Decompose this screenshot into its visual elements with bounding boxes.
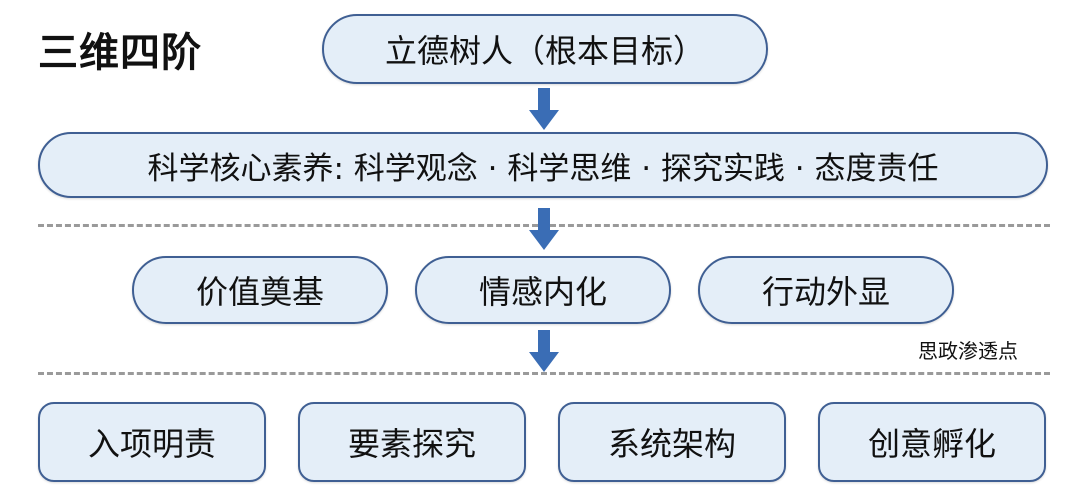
stage-node: 系统架构 [558,402,786,482]
stage-node: 创意孵化 [818,402,1046,482]
ideology-label: 思政渗透点 [918,339,1018,363]
goal-node: 立德树人（根本目标） [322,14,768,84]
diagram-title: 三维四阶 [38,30,202,76]
ideology-point-node: 行动外显 [698,256,954,324]
core-literacy-label: 科学核心素养: 科学观念 · 科学思维 · 探究实践 · 态度责任 [147,150,939,187]
arrow-down-icon [529,88,559,130]
arrow-down-icon [529,208,559,250]
stage-label: 系统架构 [607,425,736,463]
goal-label: 立德树人（根本目标） [384,32,705,70]
divider-bottom [38,372,1050,375]
ideology-point-node: 价值奠基 [132,256,388,324]
ideology-point-label: 情感内化 [478,273,607,311]
ideology-point-label: 价值奠基 [195,273,324,311]
stage-label: 创意孵化 [867,425,996,463]
arrow-down-icon [529,330,559,372]
stage-node: 要素探究 [298,402,526,482]
ideology-point-label: 行动外显 [761,273,890,311]
stage-label: 入项明责 [87,425,216,463]
ideology-point-node: 情感内化 [415,256,671,324]
stage-node: 入项明责 [38,402,266,482]
stage-label: 要素探究 [347,425,476,463]
core-literacy-node: 科学核心素养: 科学观念 · 科学思维 · 探究实践 · 态度责任 [38,132,1048,198]
